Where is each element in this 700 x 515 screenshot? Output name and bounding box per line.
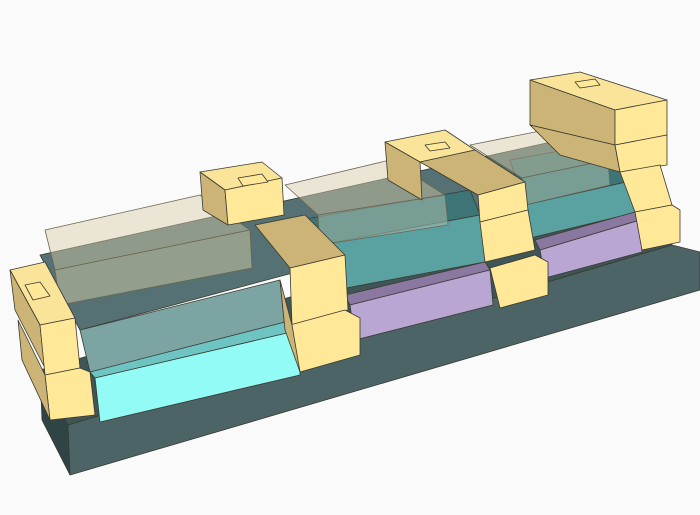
contact-left [9, 261, 96, 421]
cyan-region-front [94, 329, 301, 423]
contact-right [529, 71, 681, 251]
translucent-gate-left [44, 194, 253, 306]
contact-middle-left [199, 161, 361, 373]
contact-middle-right [384, 129, 549, 309]
substrate-front-face [67, 244, 700, 476]
